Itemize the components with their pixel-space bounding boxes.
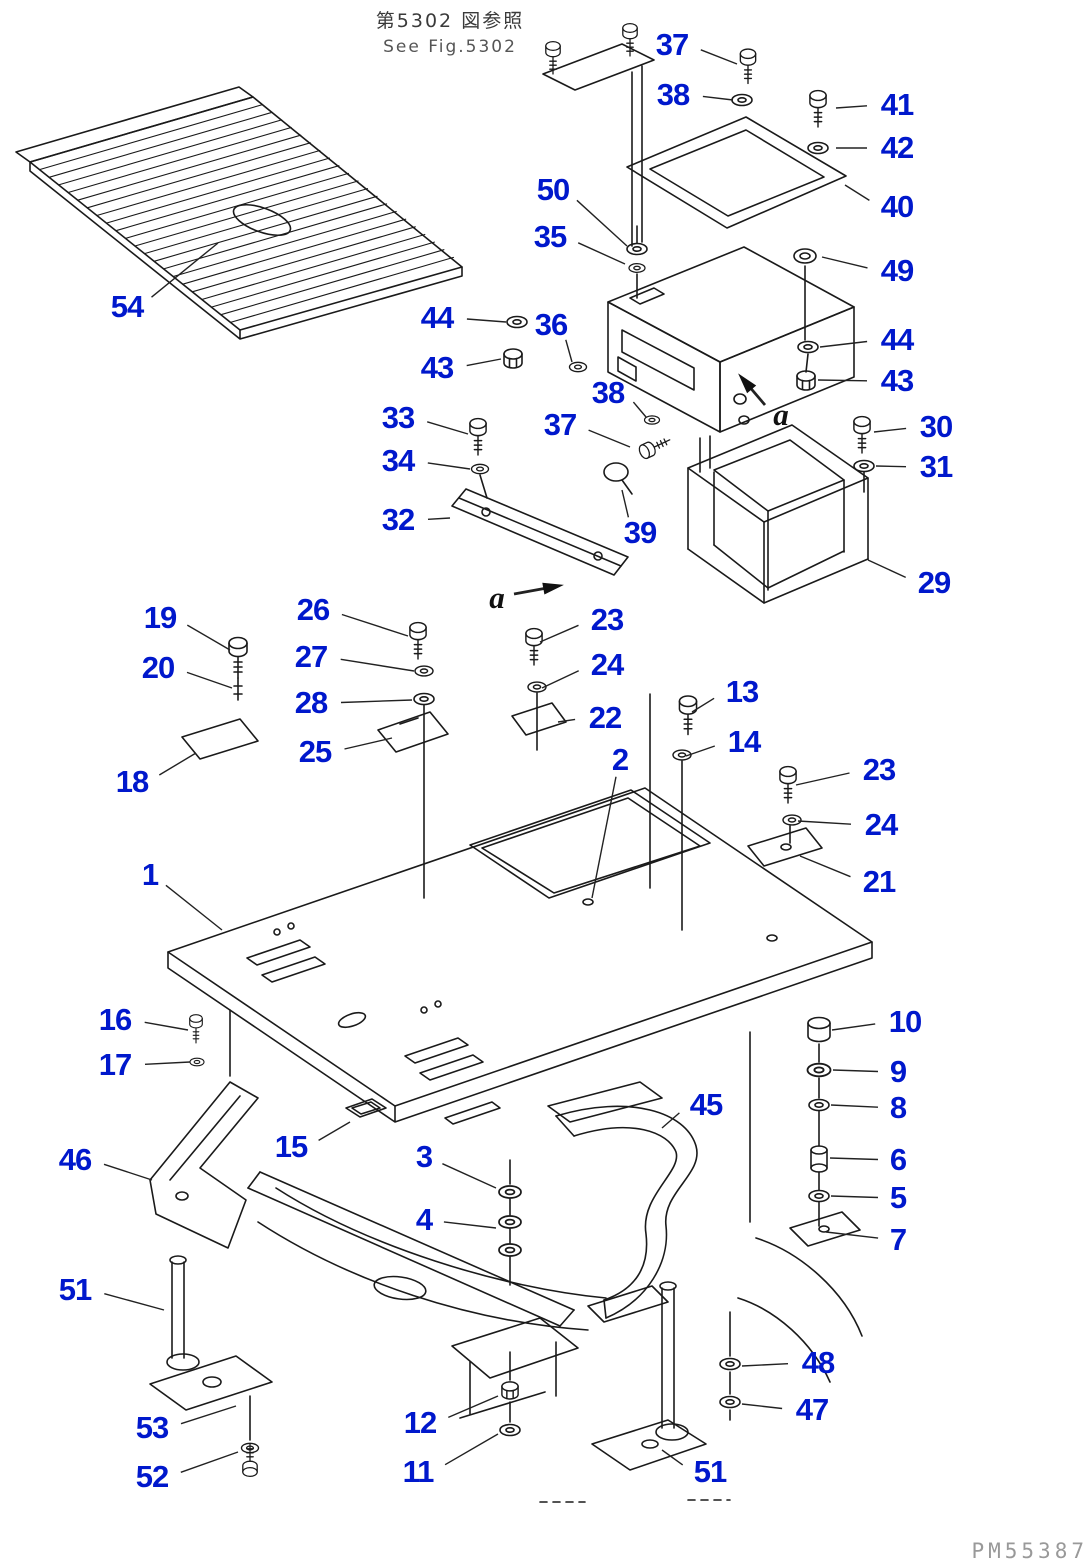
part-bracket-46 xyxy=(149,1009,259,1249)
leader-line-26-24 xyxy=(341,613,409,637)
leader-line-44-13 xyxy=(819,340,868,348)
part-right-stack xyxy=(749,1016,861,1247)
leader-line-37-16 xyxy=(588,429,631,448)
leader-line-13-30 xyxy=(691,697,715,713)
fiche-watermark: PM55387 xyxy=(971,1539,1088,1563)
leader-line-2-33 xyxy=(591,776,617,899)
leader-line-54-8 xyxy=(151,242,219,298)
part-washers-50-35 xyxy=(626,225,648,299)
leader-line-40-4 xyxy=(844,184,870,201)
leader-line-15-48 xyxy=(318,1121,351,1142)
leader-line-7-52 xyxy=(825,1231,879,1239)
leader-line-21-38 xyxy=(799,855,851,878)
part-console-box xyxy=(607,246,855,433)
leader-line-29-22 xyxy=(867,559,906,579)
leader-line-16-40 xyxy=(144,1021,189,1031)
part-lower-pan xyxy=(247,1171,863,1383)
leader-line-44-9 xyxy=(466,318,507,323)
leader-line-14-34 xyxy=(685,745,716,757)
leader-line-24-37 xyxy=(797,820,852,825)
leader-line-18-35 xyxy=(158,752,197,776)
leader-line-45-45 xyxy=(661,1112,680,1129)
part-floor-plate xyxy=(167,787,873,1125)
leader-line-11-59 xyxy=(444,1433,499,1466)
leader-line-43-14 xyxy=(817,379,868,382)
leader-line-4-51 xyxy=(443,1221,497,1229)
leader-line-39-21 xyxy=(621,489,630,518)
leader-line-1-39 xyxy=(165,884,223,931)
part-center-pedestal xyxy=(451,1317,579,1437)
part-small-plates xyxy=(181,702,823,867)
leader-line-32-20 xyxy=(427,517,451,520)
leader-line-3-49 xyxy=(442,1163,497,1189)
part-posts-51 xyxy=(149,1255,741,1478)
leader-line-33-15 xyxy=(426,421,469,435)
part-frame-29 xyxy=(687,424,869,604)
leader-line-34-18 xyxy=(427,462,471,470)
leader-line-23-25 xyxy=(539,624,579,643)
figure-reference-header: 第5302 図参照 See Fig.5302 xyxy=(280,6,620,57)
leader-line-52-58 xyxy=(180,1451,239,1473)
leader-line-5-47 xyxy=(830,1195,879,1199)
dashed-marks xyxy=(539,1499,731,1503)
leader-line-41-2 xyxy=(835,105,868,109)
leader-line-19-23 xyxy=(186,624,231,651)
leader-line-30-17 xyxy=(873,427,907,433)
leader-line-38-12 xyxy=(632,401,647,418)
part-box-fasteners xyxy=(503,315,819,425)
part-mid-fasteners xyxy=(228,621,698,931)
part-frame-40 xyxy=(626,89,847,229)
leader-line-23-36 xyxy=(795,772,850,786)
leader-line-38-1 xyxy=(702,95,734,101)
figure-reference-english: See Fig.5302 xyxy=(383,37,517,57)
leader-line-6-46 xyxy=(829,1157,879,1161)
leader-line-12-57 xyxy=(448,1395,499,1419)
leader-line-25-31 xyxy=(344,737,393,750)
leader-line-50-5 xyxy=(576,199,628,247)
leader-line-36-10 xyxy=(565,339,573,363)
leader-line-43-11 xyxy=(466,358,502,367)
leader-line-10-42 xyxy=(831,1023,876,1031)
leader-line-51-60 xyxy=(661,1449,684,1466)
view-arrow-head-1 xyxy=(738,373,757,394)
leader-line-20-26 xyxy=(186,671,233,689)
part-top-bracket xyxy=(542,22,757,247)
leader-line-53-56 xyxy=(180,1405,237,1425)
figure-reference-japanese: 第5302 図参照 xyxy=(375,10,525,32)
leader-line-24-28 xyxy=(541,670,579,689)
leader-line-31-19 xyxy=(875,465,907,468)
leader-line-49-7 xyxy=(821,256,868,269)
part-washers-3-4 xyxy=(498,1159,522,1286)
leader-line-9-43 xyxy=(832,1069,879,1073)
leader-line-17-41 xyxy=(144,1061,191,1065)
leader-line-35-6 xyxy=(577,242,626,265)
leader-line-37-0 xyxy=(700,49,738,65)
leader-line-8-44 xyxy=(830,1104,879,1108)
leader-line-46-50 xyxy=(103,1163,153,1181)
leader-line-47-55 xyxy=(741,1403,783,1410)
leader-line-51-53 xyxy=(104,1293,165,1311)
part-s-frame-45 xyxy=(547,1081,698,1323)
leader-line-22-32 xyxy=(557,718,576,723)
leader-line-27-27 xyxy=(340,658,415,672)
leader-line-48-54 xyxy=(741,1363,789,1367)
view-arrow-head-2 xyxy=(542,582,564,595)
part-grate-panel xyxy=(15,86,463,340)
part-bracket-32 xyxy=(451,417,674,576)
leader-line-28-29 xyxy=(340,699,413,704)
